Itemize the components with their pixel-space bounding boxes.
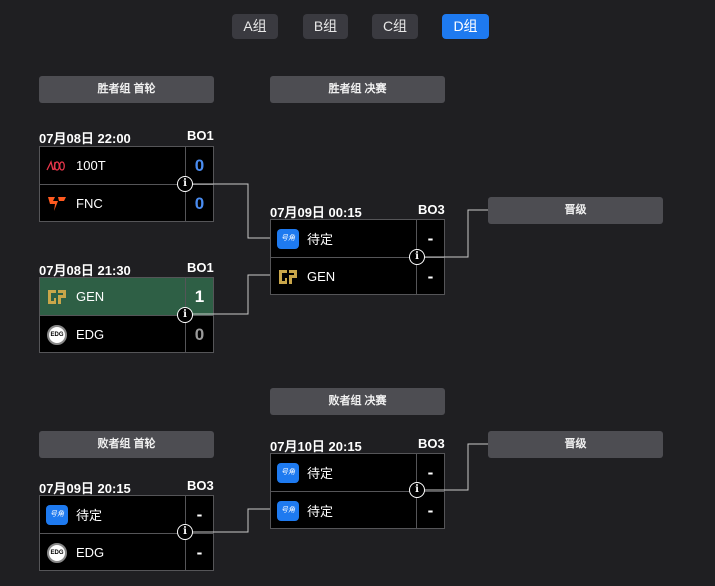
edg-logo-icon: EDG	[46, 542, 68, 564]
gen-logo-icon	[277, 266, 299, 288]
tbd-badge: 号角	[277, 500, 299, 521]
team-name: EDG	[76, 545, 105, 560]
match-time: 07月10日 20:15	[270, 439, 362, 454]
team-name: 100T	[76, 158, 106, 173]
team-name: 待定	[307, 232, 334, 247]
tbd-badge: 号角	[46, 504, 68, 525]
team-name: GEN	[76, 289, 105, 304]
match-card-winners-r1-b[interactable]: GEN 1 EDG EDG 0	[39, 277, 214, 353]
match-format: BO3	[418, 436, 445, 451]
team-name: EDG	[76, 327, 105, 342]
tbd-icon: 号角	[277, 500, 299, 522]
edg-logo-badge: EDG	[47, 324, 67, 345]
winners-final-header: 胜者组 决赛	[270, 76, 445, 103]
team-row[interactable]: FNC 0	[40, 185, 213, 222]
fnc-logo-icon	[46, 193, 68, 215]
tab-group-a[interactable]: A组	[232, 14, 278, 39]
qualified-header-lower: 晋级	[488, 431, 663, 458]
team-score: -	[416, 220, 444, 257]
qualified-header-upper: 晋级	[488, 197, 663, 224]
team-row[interactable]: EDG EDG 0	[40, 316, 213, 353]
match-time: 07月09日 20:15	[39, 481, 131, 496]
tbd-icon: 号角	[46, 504, 68, 526]
team-row[interactable]: GEN -	[271, 258, 444, 295]
team-row[interactable]: 号角 待定 -	[271, 454, 444, 492]
edg-logo-icon: EDG	[46, 324, 68, 346]
edg-logo-badge: EDG	[47, 542, 67, 563]
team-name: 待定	[307, 504, 334, 519]
losers-final-header: 败者组 决赛	[270, 388, 445, 415]
team-score: -	[416, 492, 444, 529]
match-time: 07月08日 21:30	[39, 263, 131, 278]
match-time: 07月08日 22:00	[39, 131, 131, 146]
team-score: 1	[185, 278, 213, 315]
gen-logo-icon	[46, 286, 68, 308]
tbd-badge: 号角	[277, 228, 299, 249]
match-info-icon[interactable]: i	[177, 307, 193, 323]
tab-group-b[interactable]: B组	[303, 14, 348, 39]
team-name: 待定	[76, 508, 103, 523]
match-format: BO3	[418, 202, 445, 217]
team-name: 待定	[307, 466, 334, 481]
team-score: -	[185, 496, 213, 533]
team-score: -	[185, 534, 213, 571]
match-info-icon[interactable]: i	[409, 249, 425, 265]
team-row[interactable]: EDG EDG -	[40, 534, 213, 571]
tbd-icon: 号角	[277, 462, 299, 484]
tbd-badge: 号角	[277, 462, 299, 483]
tbd-icon: 号角	[277, 228, 299, 250]
team-score: -	[416, 454, 444, 491]
tab-group-c[interactable]: C组	[372, 14, 418, 39]
team-row[interactable]: 号角 待定 -	[40, 496, 213, 534]
losers-round1-header: 败者组 首轮	[39, 431, 214, 458]
team-row[interactable]: 号角 待定 -	[271, 492, 444, 529]
team-name: FNC	[76, 196, 103, 211]
match-format: BO1	[187, 128, 214, 143]
team-score: 0	[185, 316, 213, 353]
100t-logo-icon	[46, 155, 68, 177]
team-name: GEN	[307, 269, 336, 284]
team-row[interactable]: 号角 待定 -	[271, 220, 444, 258]
team-row[interactable]: 100T 0	[40, 147, 213, 185]
team-score: -	[416, 258, 444, 295]
match-info-icon[interactable]: i	[409, 482, 425, 498]
winners-round1-header: 胜者组 首轮	[39, 76, 214, 103]
team-score: 0	[185, 147, 213, 184]
team-score: 0	[185, 185, 213, 222]
match-format: BO1	[187, 260, 214, 275]
match-format: BO3	[187, 478, 214, 493]
match-info-icon[interactable]: i	[177, 524, 193, 540]
tab-group-d[interactable]: D组	[442, 14, 489, 39]
match-time: 07月09日 00:15	[270, 205, 362, 220]
match-info-icon[interactable]: i	[177, 176, 193, 192]
